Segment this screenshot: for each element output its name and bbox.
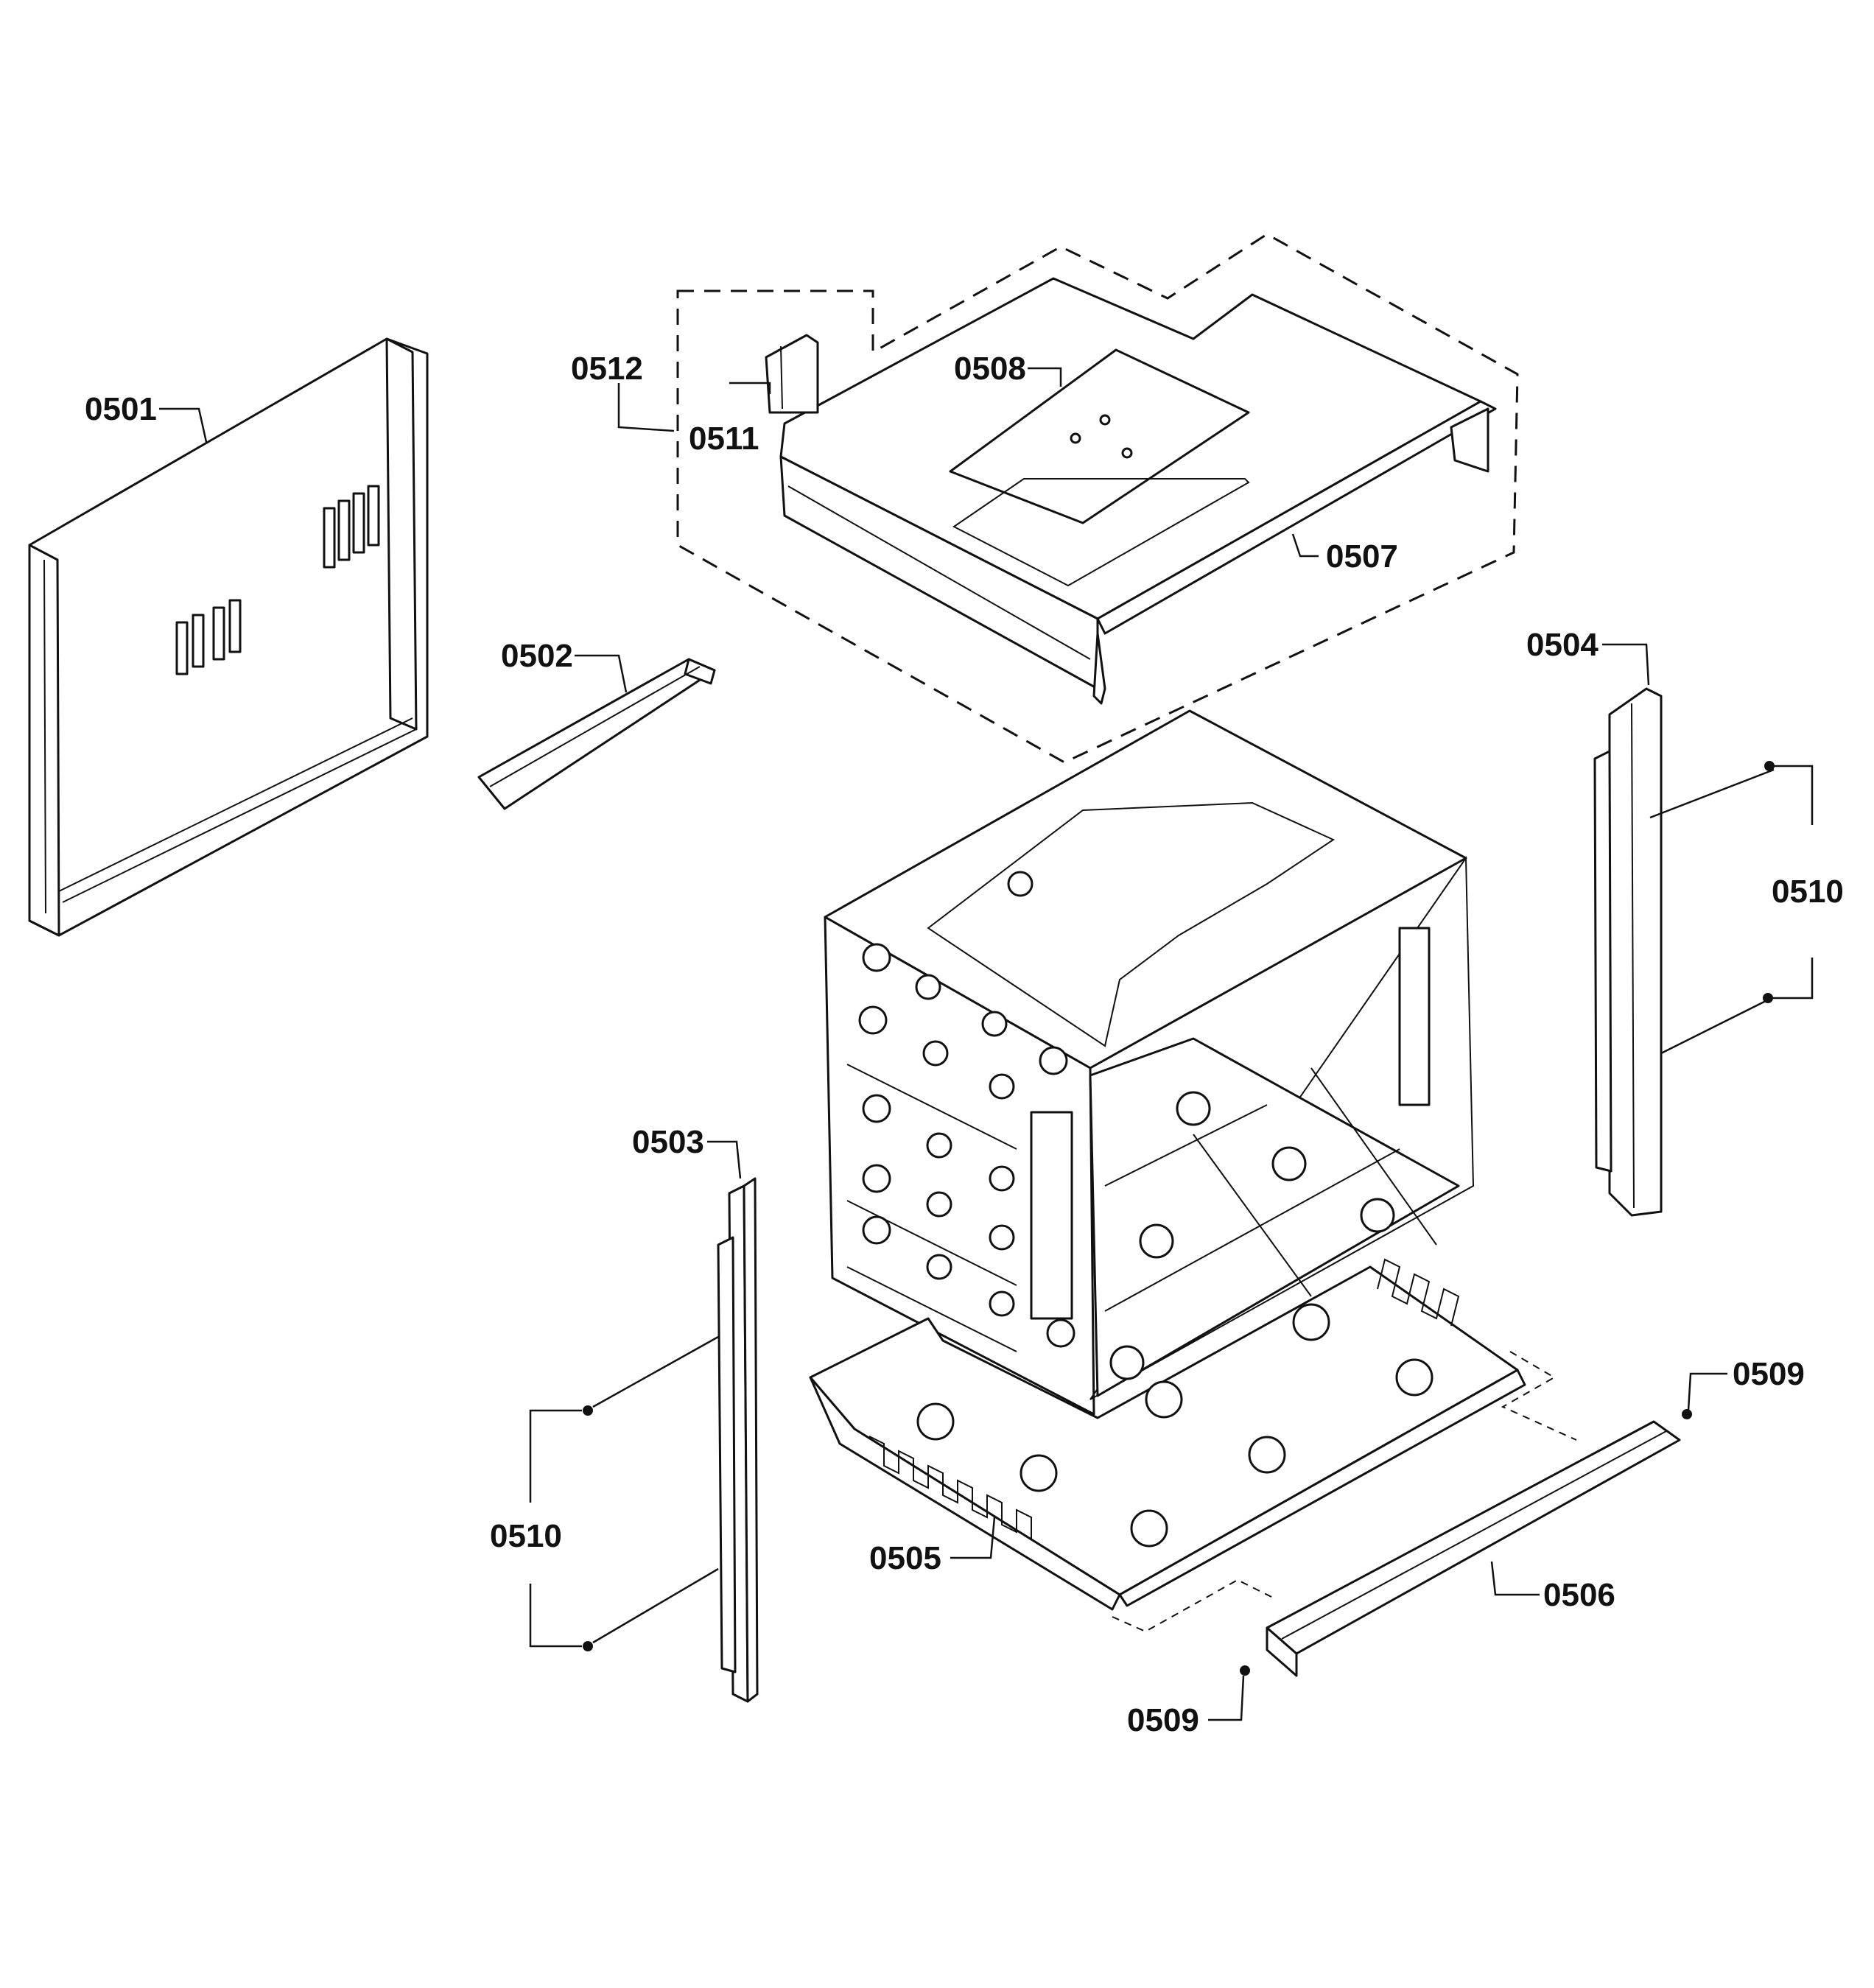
callout-0509-lower: 0509 [1127,1702,1199,1738]
small-bracket-0511 [765,334,819,414]
leader-lines [159,367,1814,1721]
screw-0509-upper [1682,1409,1692,1419]
cavity-holes [858,943,1075,1348]
callout-0503: 0503 [632,1124,704,1160]
callout-0510-left: 0510 [490,1518,562,1554]
callout-0508: 0508 [954,351,1026,387]
side-panel-0501 [28,337,429,937]
callout-0512: 0512 [571,351,643,387]
rail-alignment-lines [1112,1351,1577,1633]
callout-labels: 0501 0502 0503 0504 0505 0506 0507 0508 … [85,351,1844,1738]
screw-0510-left-upper [583,1405,593,1416]
oven-cavity-frame [824,709,1475,1416]
front-trim-0506 [1266,1420,1681,1677]
callout-0501: 0501 [85,391,157,427]
callout-0510-right: 0510 [1772,874,1844,910]
callout-0507: 0507 [1326,538,1398,575]
vertical-rail-0504 [1593,687,1663,1217]
callout-0506: 0506 [1543,1577,1615,1613]
top-cover-0507 [779,277,1497,705]
rail-bracket-0502 [477,658,716,810]
callout-0502: 0502 [501,638,573,674]
screw-0510-left-lower [583,1641,593,1651]
bottom-panel-0505 [809,1258,1526,1611]
callout-0504: 0504 [1526,627,1598,663]
vent-slots [175,485,380,675]
callout-0511: 0511 [689,421,759,457]
cover-plate-0508 [949,348,1250,587]
callout-0509-upper: 0509 [1733,1356,1805,1392]
callout-0505: 0505 [869,1540,941,1576]
screw-0509-lower [1240,1665,1250,1676]
top-assembly-outline [676,233,1519,764]
vertical-rail-0503 [717,1177,759,1703]
